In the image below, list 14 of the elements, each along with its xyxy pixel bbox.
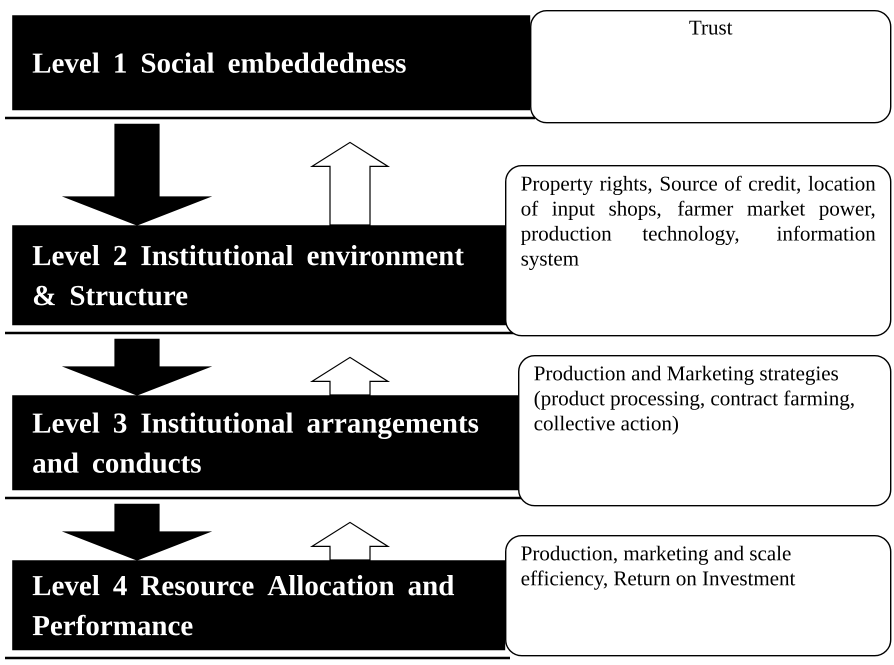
block-arrow — [62, 124, 212, 226]
level-band: Level 2 Institutional environment & Structure — [12, 225, 510, 326]
text-box: Production and Marketing strategies (product processing, contract farming, collective action) — [518, 355, 892, 506]
level-band: Level 3 Institutional arrangements and conducts — [12, 395, 518, 490]
text-box: Production, marketing and scale efficiency, Return on Investment — [505, 535, 892, 656]
block-arrow — [310, 522, 390, 561]
level-band: Level 4 Resource Allocation and Performance — [12, 560, 506, 650]
level-band: Level 1 Social embeddedness — [12, 15, 530, 110]
block-arrow — [62, 504, 212, 561]
text-box: Trust — [530, 10, 892, 124]
block-arrow — [310, 356, 390, 396]
block-arrow — [62, 338, 212, 396]
text-box: Property rights, Source of credit, location of input shops, farmer market power, production technology, information system — [505, 165, 892, 336]
block-arrow — [310, 142, 390, 226]
